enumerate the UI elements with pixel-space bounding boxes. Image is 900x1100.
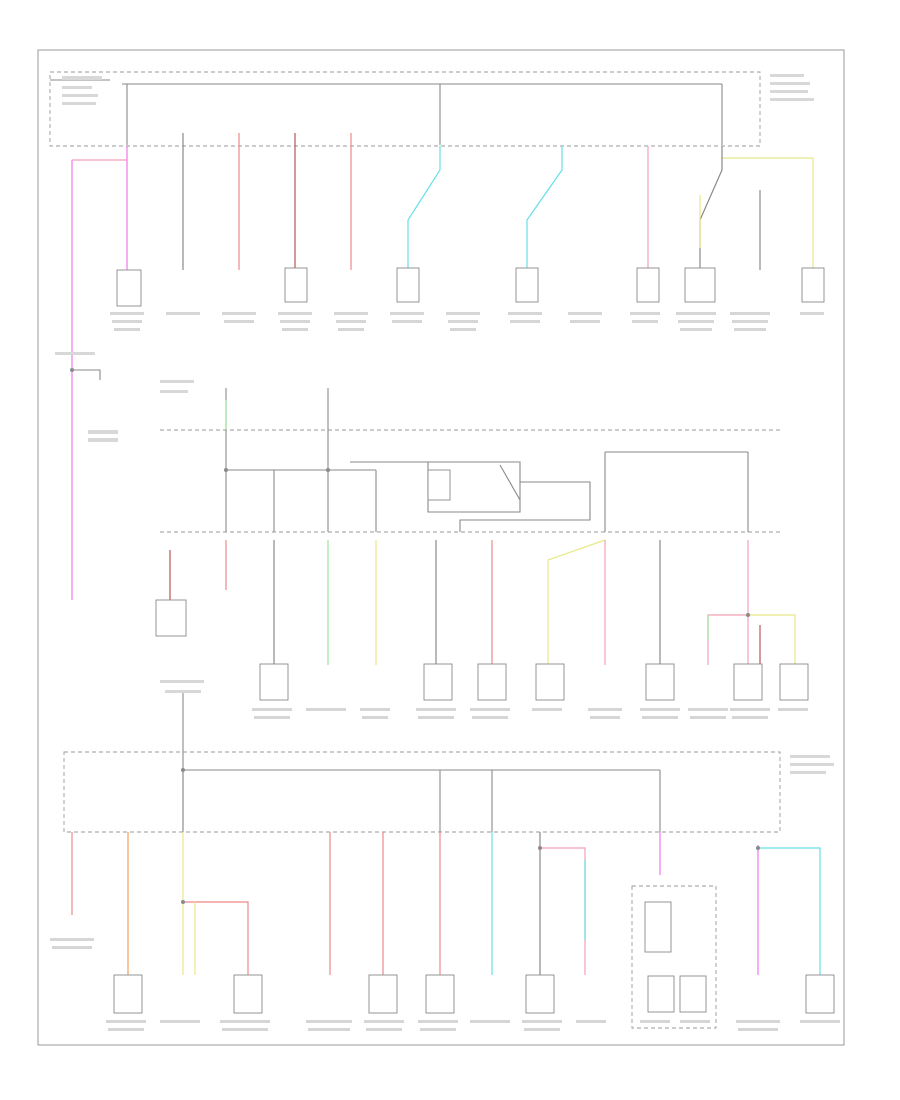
bottom-components — [113, 885, 835, 1029]
top-wires — [71, 133, 814, 600]
illegible-labels — [50, 312, 840, 1031]
junction-dots — [70, 368, 760, 904]
middle-components — [155, 599, 809, 701]
middle-fuse-box — [160, 388, 780, 533]
top-fuse-box — [49, 71, 814, 147]
bottom-fuse-box — [63, 680, 834, 833]
top-components — [116, 267, 825, 307]
diagram-frame — [37, 49, 845, 1046]
fuse-icon — [126, 84, 723, 145]
middle-wires — [169, 539, 796, 665]
middle-left-components — [55, 352, 194, 442]
